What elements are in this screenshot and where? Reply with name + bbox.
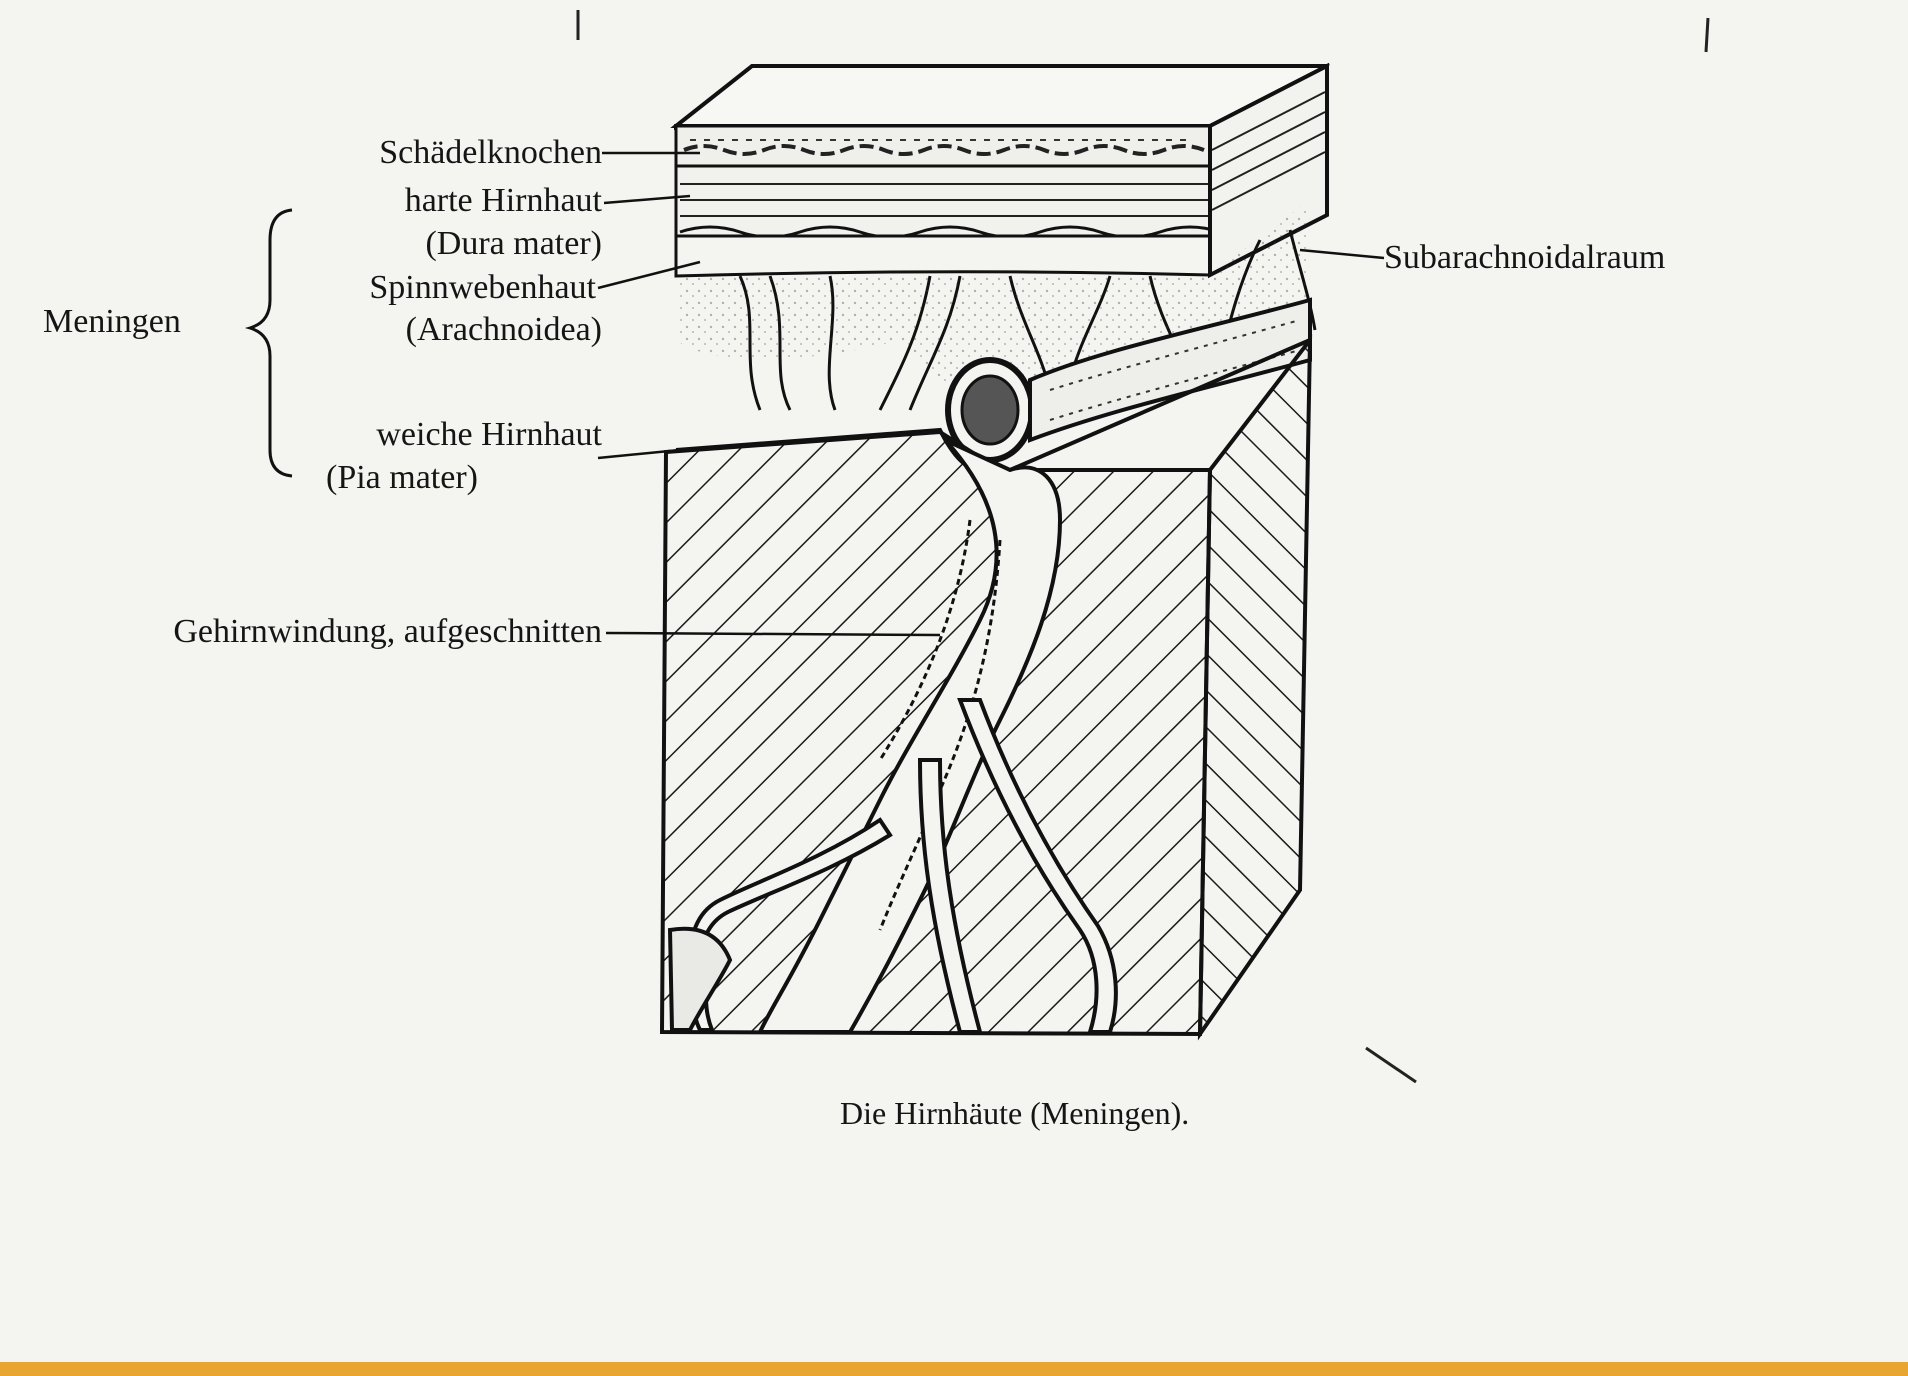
label-dura: harte Hirnhaut [404,182,602,219]
sulcus [756,438,1063,1034]
label-arachnoid-latin: (Arachnoidea) [405,311,602,348]
figure-caption: Die Hirnhäute (Meningen). [840,1095,1190,1131]
leader-pia [597,446,701,460]
leader-lines [597,151,1385,637]
label-pia: weiche Hirnhaut [376,416,602,453]
meninges-brace [244,208,293,478]
page-edge-strip [0,1362,1908,1376]
brain-side-face [1197,333,1313,1041]
label-pia-latin: (Pia mater) [326,459,478,496]
label-dura-latin: (Dura mater) [425,225,602,262]
label-gyrus: Gehirnwindung, aufgeschnitten [173,613,602,650]
label-skull-bone: Schädelknochen [379,134,602,171]
label-meninges: Meningen [43,303,181,340]
arachnoid-layer [674,234,1212,278]
branching-vessels [667,698,1118,1034]
leader-arachnoid [597,260,701,290]
leader-subarachnoid [1299,248,1385,260]
label-subarachnoid: Subarachnoidalraum [1384,239,1666,276]
label-arachnoid: Spinnwebenhaut [369,269,596,306]
leader-dura [603,194,691,205]
leader-gyrus [605,631,941,637]
